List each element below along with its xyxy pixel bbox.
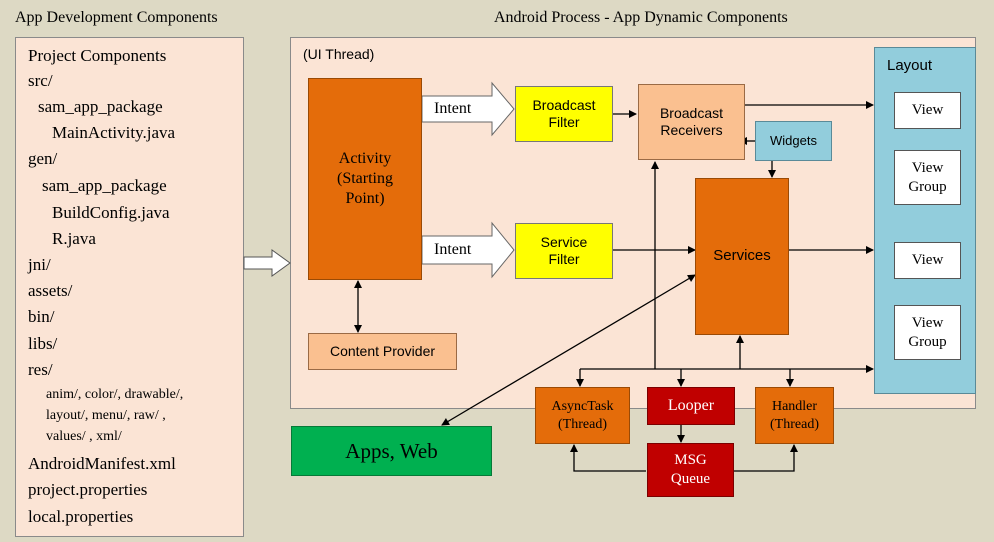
tree-item-res: res/ <box>28 360 53 379</box>
broadcast-filter-label-2: Filter <box>548 114 580 130</box>
queue-to-asynctask-line <box>570 444 646 472</box>
intent-arrow-top <box>421 81 515 137</box>
activity-label-2: (Starting <box>337 170 393 187</box>
tree-item-src-package: sam_app_package <box>38 97 163 116</box>
tree-item-project-properties: project.properties <box>28 480 148 499</box>
content-provider-box: Content Provider <box>308 333 457 370</box>
services-box: Services <box>695 178 789 335</box>
widgets-box: Widgets <box>755 121 832 161</box>
asynctask-label-2: (Thread) <box>558 416 607 432</box>
tree-item-androidmanifest: AndroidManifest.xml <box>28 454 176 473</box>
ui-thread-label: (UI Thread) <box>303 46 375 62</box>
service-filter-label-1: Service <box>540 233 588 250</box>
tree-item-res-line-2: layout/, menu/, raw/ , <box>46 408 166 423</box>
tree-item-local-properties: local.properties <box>28 507 134 526</box>
activity-label-3: Point) <box>345 190 385 207</box>
tree-item-gen-package: sam_app_package <box>42 176 167 195</box>
broadcast-filter-label-1: Broadcast <box>532 96 596 113</box>
handler-box: Handler (Thread) <box>755 387 834 444</box>
layout-viewgroup-2-label-1: View <box>911 314 944 331</box>
intent-label-top: Intent <box>434 100 472 117</box>
layout-viewgroup-2: View Group <box>894 305 961 360</box>
broadcast-receivers-label-1: Broadcast <box>659 104 724 121</box>
msg-queue-box: MSG Queue <box>647 443 734 497</box>
header-app-development: App Development Components <box>15 9 218 26</box>
intent-arrow-bottom <box>421 221 515 279</box>
layout-view-2: View <box>894 242 961 279</box>
activity-box: Activity (Starting Point) <box>308 78 422 280</box>
layout-view-1: View <box>894 92 961 129</box>
asynctask-box: AsyncTask (Thread) <box>535 387 630 444</box>
activity-label-1: Activity <box>338 150 392 167</box>
layout-viewgroup-1: View Group <box>894 150 961 205</box>
project-components-panel: Project Components src/ sam_app_package … <box>15 37 244 537</box>
msg-queue-label-1: MSG <box>674 452 707 469</box>
handler-label-2: (Thread) <box>770 416 819 432</box>
handler-label-1: Handler <box>771 399 818 414</box>
tree-item-bin: bin/ <box>28 307 55 326</box>
layout-viewgroup-1-label-1: View <box>911 159 944 176</box>
tree-item-jni: jni/ <box>28 255 51 274</box>
layout-title: Layout <box>887 57 933 74</box>
project-components-title: Project Components <box>28 46 167 65</box>
header-android-process: Android Process - App Dynamic Components <box>494 9 788 26</box>
tree-item-assets: assets/ <box>28 281 73 300</box>
intent-label-bottom: Intent <box>434 241 472 258</box>
broadcast-filter-box: Broadcast Filter <box>515 86 613 142</box>
tree-item-res-line-3: values/ , xml/ <box>46 429 122 444</box>
service-filter-label-2: Filter <box>548 251 580 267</box>
tree-item-libs: libs/ <box>28 334 58 353</box>
broadcast-receivers-label-2: Receivers <box>660 122 723 138</box>
apps-web-box: Apps, Web <box>291 426 492 476</box>
dev-to-process-arrow <box>243 249 291 277</box>
tree-item-gen: gen/ <box>28 149 58 168</box>
tree-item-src: src/ <box>28 71 53 90</box>
tree-item-res-line-1: anim/, color/, drawable/, <box>46 387 184 402</box>
layout-viewgroup-2-label-2: Group <box>908 333 947 350</box>
looper-box: Looper <box>647 387 735 425</box>
asynctask-label-1: AsyncTask <box>551 399 614 414</box>
layout-viewgroup-1-label-2: Group <box>908 178 947 195</box>
tree-item-r-java: R.java <box>52 229 96 248</box>
apps-services-line <box>441 274 696 426</box>
tree-item-mainactivity: MainActivity.java <box>52 123 176 142</box>
broadcast-receivers-box: Broadcast Receivers <box>638 84 745 160</box>
msg-queue-label-2: Queue <box>670 471 711 487</box>
queue-to-handler-line <box>734 444 798 472</box>
service-filter-box: Service Filter <box>515 223 613 279</box>
tree-item-buildconfig: BuildConfig.java <box>52 203 170 222</box>
